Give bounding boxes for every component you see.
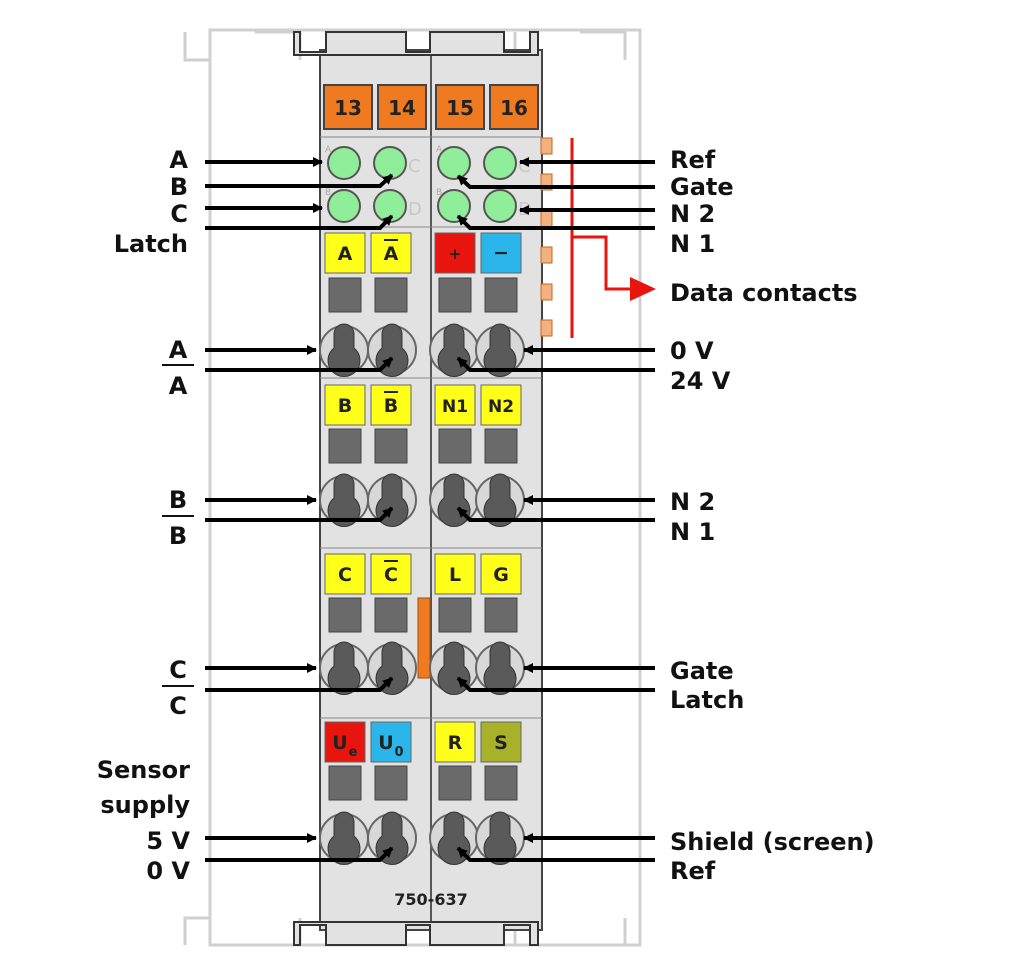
wire-arrow (205, 846, 394, 862)
connection-label: 0 V (670, 337, 714, 365)
connection-label: A (169, 336, 188, 364)
connection-label: Latch (670, 686, 744, 714)
led-letter: D (408, 199, 422, 220)
led-label: Ref (670, 146, 716, 174)
key-label: C (338, 564, 352, 586)
connection-label: N 1 (670, 518, 715, 546)
wire-arrow (205, 356, 394, 372)
connection-label: N 2 (670, 488, 715, 516)
key-label: U (378, 732, 393, 754)
status-led (483, 146, 517, 180)
key-label: S (494, 732, 508, 754)
key-label-subscript: 0 (394, 745, 403, 760)
key-label: + (449, 245, 462, 263)
clamp-lever (327, 473, 361, 527)
terminal-number: 14 (388, 96, 416, 120)
led-label: Latch (114, 230, 188, 258)
clamp-lever (327, 811, 361, 865)
connection-label: C (169, 692, 187, 720)
clamp-lever (483, 323, 517, 377)
key-row-4: U e U 0 R S (324, 721, 522, 763)
wire-arrow (205, 173, 394, 188)
key-row-2: B B N1 N2 (324, 384, 522, 426)
terminal-number: 16 (500, 96, 528, 120)
status-leds: A C B D A C B D (325, 145, 532, 223)
key-label: A (338, 243, 353, 265)
led-label: N 2 (670, 200, 715, 228)
status-led (327, 146, 361, 180)
clamp-lever (327, 323, 361, 377)
wire-arrow (456, 846, 655, 862)
wire-arrow (205, 214, 394, 230)
led-label: Gate (670, 173, 734, 201)
led-label: B (170, 173, 188, 201)
connection-label: A (169, 372, 188, 400)
key-label-subscript: e (349, 745, 358, 760)
sensor-supply-label: Sensor (97, 756, 190, 784)
key-label: U (332, 732, 347, 754)
data-contacts-indicator (570, 138, 656, 338)
key-label: L (449, 564, 461, 586)
connection-label: 24 V (670, 367, 731, 395)
status-led (483, 189, 517, 223)
terminal-number-tabs: 13 14 15 16 (323, 84, 539, 130)
key-row-1: A A + − (324, 232, 522, 274)
left-labels: A B C Latch A A B B C C Sensor supply 5 … (97, 146, 194, 885)
sensor-supply-label: supply (100, 791, 190, 819)
wire-arrow (456, 506, 655, 522)
release-slots (328, 277, 518, 801)
key-label: G (493, 564, 509, 586)
clamp-lever (327, 641, 361, 695)
wire-arrow (456, 214, 655, 230)
connection-label: Shield (screen) (670, 828, 875, 856)
connection-label: C (169, 656, 187, 684)
key-label: C (384, 564, 398, 586)
connection-label: Gate (670, 657, 734, 685)
connection-label: B (169, 522, 187, 550)
wire-arrow (456, 356, 655, 372)
led-letter: C (518, 156, 531, 177)
led-letter: B (325, 188, 331, 198)
led-label: N 1 (670, 230, 715, 258)
key-label: − (493, 242, 509, 264)
key-label: N1 (442, 397, 468, 417)
clamp-lever (483, 641, 517, 695)
led-letter: A (436, 145, 443, 155)
terminal-number: 13 (334, 96, 362, 120)
led-label: C (170, 200, 188, 228)
wire-arrow (205, 676, 394, 692)
part-number: 750-637 (394, 890, 467, 909)
terminal-number: 15 (446, 96, 474, 120)
key-row-3: C C L G (324, 553, 522, 595)
wire-arrow (205, 506, 394, 522)
right-labels: Ref Gate N 2 N 1 Data contacts 0 V 24 V … (670, 146, 875, 885)
led-label: A (169, 146, 188, 174)
key-label: B (384, 395, 398, 417)
wire-arrow (456, 174, 655, 189)
connection-label: 0 V (146, 857, 190, 885)
wire-arrow (456, 676, 655, 692)
din-rail-outline (183, 28, 642, 947)
led-letter: B (436, 188, 442, 198)
status-led (437, 189, 471, 223)
connection-label: Ref (670, 857, 716, 885)
led-letter: C (408, 156, 421, 177)
connection-label: 5 V (146, 827, 190, 855)
status-led (437, 146, 471, 180)
clamp-openings (319, 323, 525, 865)
key-label: R (448, 732, 463, 754)
data-contacts (540, 137, 553, 337)
key-label: A (384, 243, 399, 265)
clamp-lever (483, 473, 517, 527)
connection-label: B (169, 486, 187, 514)
led-letter: A (325, 145, 332, 155)
key-label: B (338, 395, 352, 417)
release-bar (417, 597, 431, 679)
status-led (327, 189, 361, 223)
key-label: N2 (488, 397, 514, 417)
wiring-arrows (205, 157, 655, 862)
clamp-lever (483, 811, 517, 865)
data-contacts-label: Data contacts (670, 279, 858, 307)
